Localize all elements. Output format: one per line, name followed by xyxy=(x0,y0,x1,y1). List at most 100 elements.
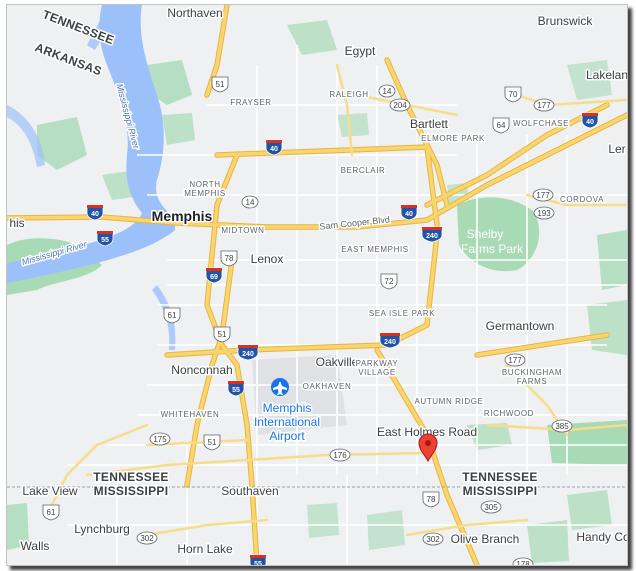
southaven-label: Southaven xyxy=(221,484,278,498)
i240-sw-shield: 240 xyxy=(237,344,259,361)
i240-east-number: 240 xyxy=(426,233,438,240)
i40-east-number: 40 xyxy=(405,211,413,218)
raleigh-label: RALEIGH xyxy=(329,90,368,99)
interstate-shield-band xyxy=(97,231,113,234)
oakville-label: Oakville xyxy=(316,355,359,369)
airplane-icon xyxy=(273,381,287,395)
i40-west-shield: 40 xyxy=(86,204,104,221)
egypt-label: Egypt xyxy=(345,44,376,58)
state-route-icon xyxy=(149,432,171,446)
sr178-shield: 178 xyxy=(512,557,534,565)
i55-south-shield: 55 xyxy=(227,380,245,397)
northaven-label: Northaven xyxy=(167,6,222,20)
parkway-village-2-label: VILLAGE xyxy=(358,368,396,377)
location-pin[interactable] xyxy=(418,433,438,463)
ler-label: Ler xyxy=(608,142,625,156)
i40-north-number: 40 xyxy=(270,146,278,153)
interstate-shield-icon xyxy=(421,226,443,243)
lakeland-label: Lakelan xyxy=(586,68,627,82)
sr176-shield: 176 xyxy=(329,448,351,462)
buckingham-farms-2-label: FARMS xyxy=(517,377,548,386)
us78-midtown-number: 78 xyxy=(225,254,234,263)
state-route-icon xyxy=(533,98,555,112)
sr177-south-number: 177 xyxy=(508,356,522,365)
autumn-ridge-label: AUTUMN RIDGE xyxy=(415,397,484,406)
interstate-shield-icon xyxy=(400,204,418,221)
i40-far-east-number: 40 xyxy=(586,119,594,126)
us72-shield: 72 xyxy=(380,273,398,290)
state-route-icon xyxy=(551,419,573,433)
walls-label: Walls xyxy=(21,539,50,553)
oakhaven-label: OAKHAVEN xyxy=(303,382,352,391)
sr177-north-shield: 177 xyxy=(533,98,555,112)
whitehaven-label: WHITEHAVEN xyxy=(161,410,220,419)
sr14-north-shield: 14 xyxy=(378,84,396,98)
map-pin-icon xyxy=(418,433,438,463)
us51-south-shield: 51 xyxy=(213,326,231,343)
i240-south-shield: 240 xyxy=(379,332,401,349)
i69-shield: 69 xyxy=(205,267,223,284)
us-shield-icon xyxy=(42,504,60,521)
state-route-icon xyxy=(512,557,534,565)
airport-marker[interactable]: Memphis International Airport xyxy=(252,378,322,445)
i40-west-number: 40 xyxy=(91,211,99,218)
us61-number: 61 xyxy=(168,311,177,320)
us51-sw-number: 51 xyxy=(208,438,217,447)
tennessee-se-label: TENNESSEE xyxy=(462,470,537,484)
state-route-icon xyxy=(329,448,351,462)
interstate-shield-band xyxy=(87,205,103,208)
state-route-icon xyxy=(422,532,444,546)
state-route-icon xyxy=(533,206,555,220)
airport-label-line1: Memphis xyxy=(263,401,312,415)
richwood-label: RICHWOOD xyxy=(484,409,534,418)
i55-west-shield: 55 xyxy=(96,230,114,247)
i240-sw-number: 240 xyxy=(242,351,254,358)
germantown-label: Germantown xyxy=(486,319,555,333)
us51-south-number: 51 xyxy=(218,330,227,339)
wolfchase-label: WOLFCHASE xyxy=(513,119,569,128)
mississippi-se-label: MISSISSIPPI xyxy=(463,484,538,498)
map-canvas[interactable]: NorthavenBrunswickEgyptLakelanBartlettLe… xyxy=(7,5,627,565)
shelby-farms-2-label: Farms Park xyxy=(461,242,524,256)
cordova-label: CORDOVA xyxy=(560,195,604,204)
i55-far-south-number: 55 xyxy=(254,561,262,565)
us-shield-icon xyxy=(422,491,440,508)
i69-number: 69 xyxy=(210,274,218,281)
mississippi-sw-label: MISSISSIPPI xyxy=(94,484,169,498)
sr177-cordova-shield: 177 xyxy=(532,188,554,202)
i240-south-number: 240 xyxy=(384,339,396,346)
midtown-label: MIDTOWN xyxy=(221,226,264,235)
us61-shield: 61 xyxy=(163,307,181,324)
interstate-shield-icon xyxy=(265,139,283,156)
interstate-shield-band xyxy=(238,345,258,348)
his-label: his xyxy=(9,216,24,230)
sr305-number: 305 xyxy=(484,503,498,512)
parks-layer xyxy=(7,20,627,563)
state-route-icon xyxy=(532,188,554,202)
i40-east-shield: 40 xyxy=(400,204,418,221)
nonconnah-label: Nonconnah xyxy=(171,363,232,377)
airport-label-line2: International xyxy=(254,415,320,429)
state-route-icon xyxy=(241,195,259,209)
frayser-label: FRAYSER xyxy=(230,98,271,107)
state-route-icon xyxy=(389,98,411,112)
berclair-label: BERCLAIR xyxy=(341,166,386,175)
sr175-shield: 175 xyxy=(149,432,171,446)
sr193-number: 193 xyxy=(537,209,551,218)
interstate-shield-icon xyxy=(86,204,104,221)
sr177-south-shield: 177 xyxy=(504,353,526,367)
us72-number: 72 xyxy=(385,277,394,286)
i55-south-number: 55 xyxy=(232,387,240,394)
lake-view-label: Lake View xyxy=(22,484,77,498)
interstate-shield-icon xyxy=(227,380,245,397)
state-route-icon xyxy=(378,84,396,98)
us-shield-icon xyxy=(203,434,221,451)
sr175-number: 175 xyxy=(153,435,167,444)
us-shield-icon xyxy=(504,86,522,103)
us-shield-icon xyxy=(492,117,510,134)
sr302-sw-number: 302 xyxy=(140,534,154,543)
us64-shield: 64 xyxy=(492,117,510,134)
sr302-se-shield: 302 xyxy=(422,532,444,546)
